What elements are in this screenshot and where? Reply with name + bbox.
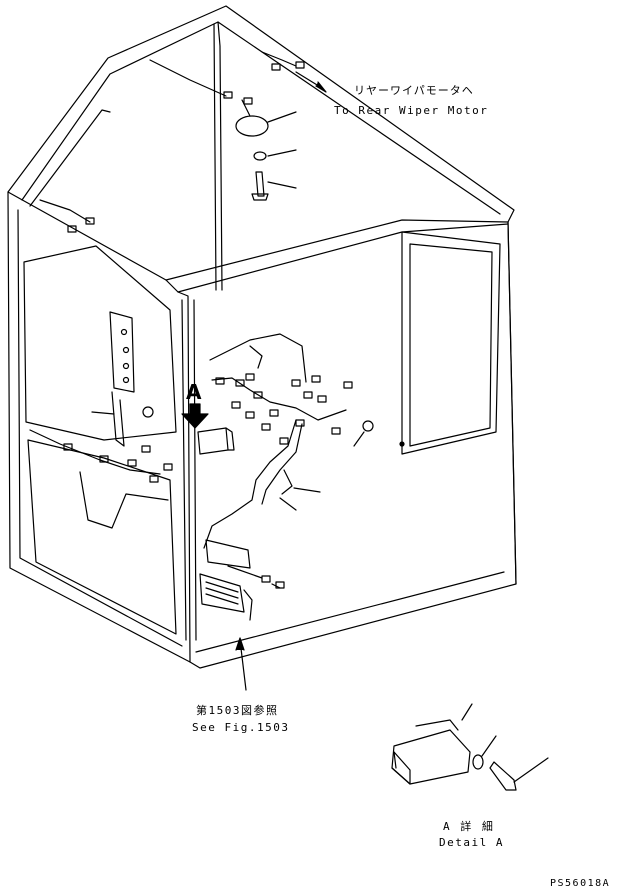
fuse-box xyxy=(199,573,245,613)
detail-washer xyxy=(472,754,484,770)
washer xyxy=(253,151,267,161)
switch-panel xyxy=(109,311,135,393)
cab-frame xyxy=(7,5,517,669)
rear-wiper-label-jp: リヤーワイパモータヘ xyxy=(354,84,474,97)
dome-lamp xyxy=(235,115,269,137)
fig-ref-label-en: See Fig.1503 xyxy=(192,721,290,734)
detail-label-jp: A 詳 細 xyxy=(443,820,495,833)
console-box xyxy=(205,539,251,569)
detail-a-drawing xyxy=(391,703,549,791)
fig-ref-leader xyxy=(235,637,247,691)
rear-wiper-label-en: To Rear Wiper Motor xyxy=(334,104,489,117)
roof-connector xyxy=(85,217,95,225)
wiper-connector xyxy=(295,61,305,69)
view-arrow-label: A xyxy=(186,380,202,404)
fig-ref-label-jp: 第1503図参照 xyxy=(196,704,279,717)
view-arrow-a xyxy=(181,403,209,429)
detail-bolt xyxy=(489,761,517,791)
interior-harness xyxy=(29,311,374,621)
detail-label-en: Detail A xyxy=(439,836,504,849)
wiper-connector xyxy=(271,63,281,71)
roof-connector xyxy=(67,225,77,233)
wiper-connector xyxy=(223,91,233,99)
part-code: PS56018A xyxy=(550,878,611,889)
roof-harness xyxy=(39,51,327,233)
bolt xyxy=(255,171,265,197)
detail-relay xyxy=(391,729,471,785)
relay-module xyxy=(197,427,229,455)
